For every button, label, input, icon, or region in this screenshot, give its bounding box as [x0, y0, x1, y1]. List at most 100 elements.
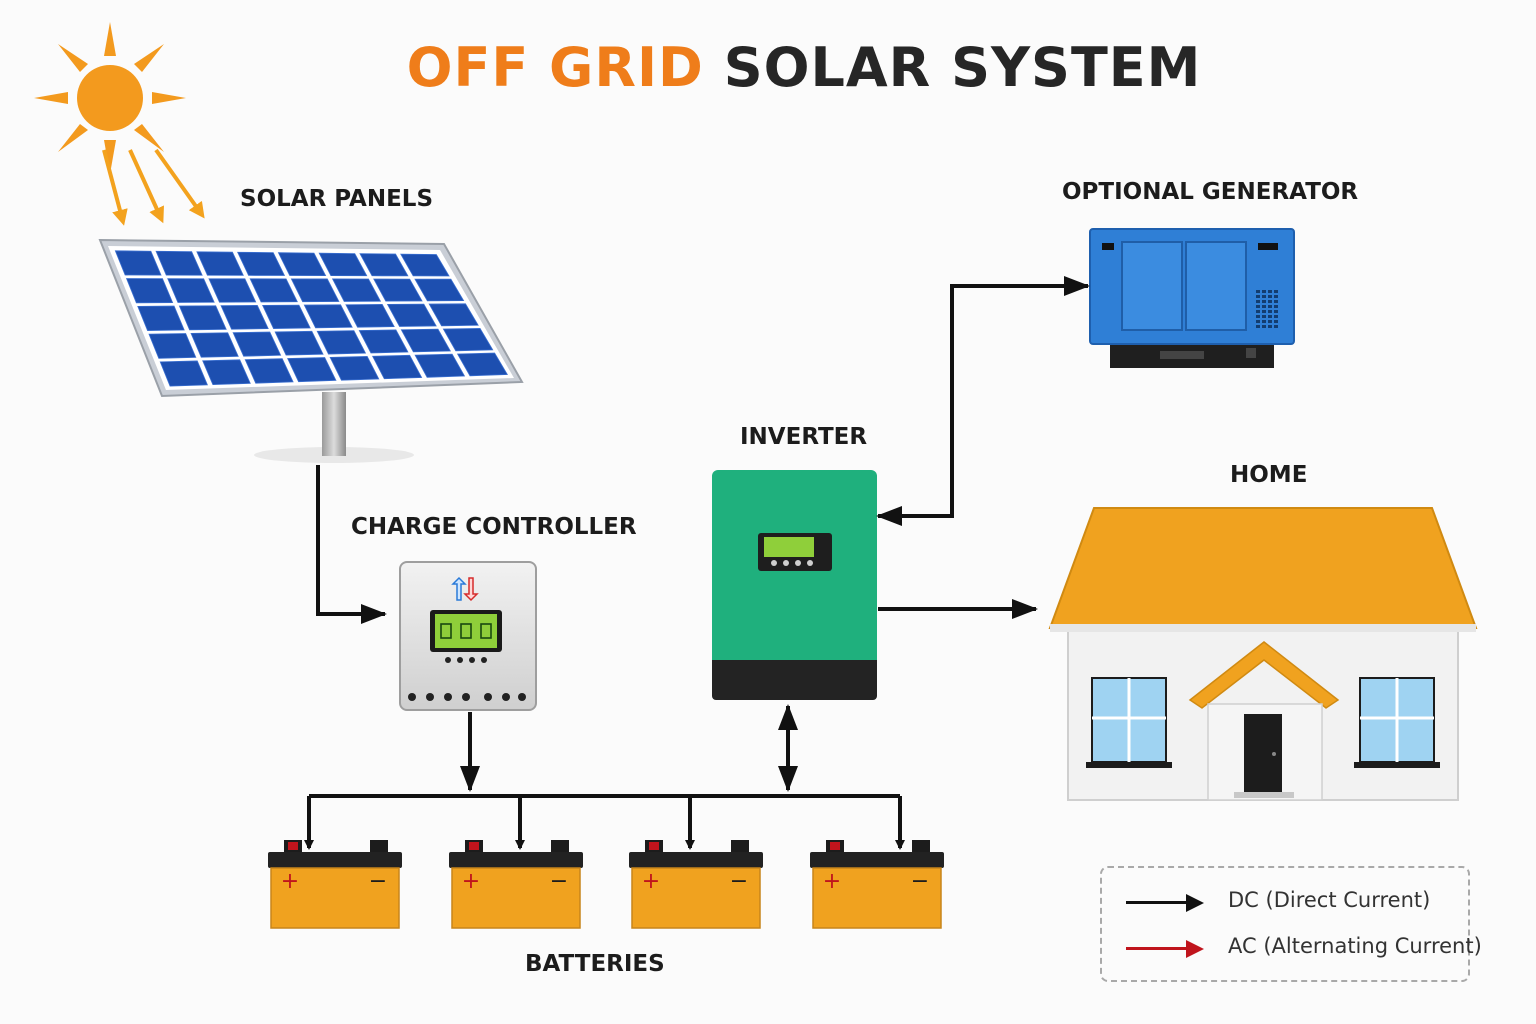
solar-cell: [274, 330, 324, 356]
label-charge-controller: CHARGE CONTROLLER: [351, 514, 637, 540]
page-title: OFF GRID SOLAR SYSTEM: [0, 36, 1536, 99]
solar-cell: [262, 304, 311, 329]
vent-slot: [1262, 310, 1266, 313]
label-solar-panels: SOLAR PANELS: [240, 186, 434, 212]
solar-cell: [202, 359, 251, 386]
vent-slot: [1268, 310, 1272, 313]
battery-negative-label: −: [369, 869, 387, 894]
vent-slot: [1256, 290, 1260, 293]
solar-cell: [414, 278, 465, 302]
solar-cell: [137, 305, 185, 331]
vent-slot: [1274, 325, 1278, 328]
solar-cell: [244, 358, 294, 384]
solar-cell: [178, 305, 227, 331]
vent-slot: [1262, 325, 1266, 328]
charge-controller-icon: [399, 561, 537, 711]
vent-slot: [1274, 320, 1278, 323]
solar-cell: [190, 332, 239, 358]
battery-negative-label: −: [550, 869, 568, 894]
vent-slot: [1268, 295, 1272, 298]
vent-slot: [1256, 310, 1260, 313]
sun-icon: [34, 22, 205, 226]
vent-slot: [1274, 305, 1278, 308]
vent-slot: [1274, 315, 1278, 318]
inverter-icon: [712, 470, 877, 700]
legend-dc-label: DC (Direct Current): [1228, 888, 1431, 912]
solar-cell: [155, 250, 203, 276]
solar-cell: [196, 251, 244, 276]
solar-cell: [159, 360, 208, 387]
vent-slot: [1262, 295, 1266, 298]
solar-cell: [345, 304, 395, 328]
solar-cell: [277, 252, 327, 277]
vent-slot: [1262, 315, 1266, 318]
battery-bank: +−+−+−+−: [268, 840, 944, 929]
solar-cell: [303, 304, 353, 329]
solar-cell: [442, 328, 494, 352]
vent-slot: [1274, 310, 1278, 313]
solar-cell: [400, 328, 452, 353]
vent-slot: [1262, 320, 1266, 323]
battery-icon: +−: [449, 840, 583, 929]
solar-cell: [386, 303, 437, 327]
vent-slot: [1268, 300, 1272, 303]
solar-cell: [329, 356, 380, 381]
label-inverter: INVERTER: [740, 424, 868, 450]
vent-slot: [1262, 290, 1266, 293]
solar-cell: [167, 278, 215, 303]
label-batteries: BATTERIES: [525, 951, 665, 977]
legend-ac-arrow-icon: [1186, 940, 1204, 958]
solar-cell: [125, 278, 174, 304]
vent-slot: [1274, 300, 1278, 303]
panel-divider: [273, 250, 341, 383]
solar-cell: [287, 357, 337, 383]
legend-ac-label: AC (Alternating Current): [1228, 934, 1482, 958]
solar-cell: [373, 278, 423, 302]
vent-slot: [1262, 300, 1266, 303]
legend-dc-arrow-icon: [1186, 894, 1204, 912]
battery-positive-label: +: [823, 869, 841, 894]
solar-cell: [318, 252, 368, 277]
solar-cell: [290, 278, 340, 303]
battery-icon: +−: [810, 840, 944, 929]
generator-icon: [1089, 228, 1295, 368]
solar-cell: [232, 331, 282, 357]
title-rest: SOLAR SYSTEM: [723, 36, 1202, 99]
solar-cell: [237, 251, 286, 276]
vent-slot: [1268, 320, 1272, 323]
solar-cell: [428, 303, 479, 327]
vent-slot: [1256, 300, 1260, 303]
vent-slot: [1268, 305, 1272, 308]
vent-slot: [1256, 320, 1260, 323]
battery-icon: +−: [629, 840, 763, 929]
solar-cell: [114, 250, 162, 276]
battery-negative-label: −: [911, 869, 929, 894]
vent-slot: [1256, 305, 1260, 308]
solar-cell: [371, 354, 423, 380]
home-icon: [1048, 507, 1478, 801]
vent-slot: [1274, 290, 1278, 293]
solar-cell: [148, 333, 197, 359]
battery-positive-label: +: [462, 869, 480, 894]
vent-slot: [1256, 325, 1260, 328]
battery-positive-label: +: [642, 869, 660, 894]
solar-cell: [456, 352, 509, 377]
battery-positive-label: +: [281, 869, 299, 894]
label-optional-generator: OPTIONAL GENERATOR: [1062, 179, 1359, 205]
solar-cell: [249, 278, 298, 303]
title-accent: OFF GRID: [406, 36, 704, 99]
battery-negative-label: −: [730, 869, 748, 894]
vent-slot: [1262, 305, 1266, 308]
solar-cell: [358, 329, 409, 354]
solar-cell: [208, 278, 257, 303]
solar-panel-icon: [98, 238, 524, 463]
solar-cell: [400, 253, 450, 277]
solar-cell: [331, 278, 382, 302]
wiring: [304, 276, 1090, 850]
solar-cell: [359, 253, 409, 277]
solar-cell: [316, 330, 367, 355]
wire-inverter-generator: [876, 276, 1090, 526]
vent-slot: [1274, 295, 1278, 298]
vent-slot: [1268, 325, 1272, 328]
